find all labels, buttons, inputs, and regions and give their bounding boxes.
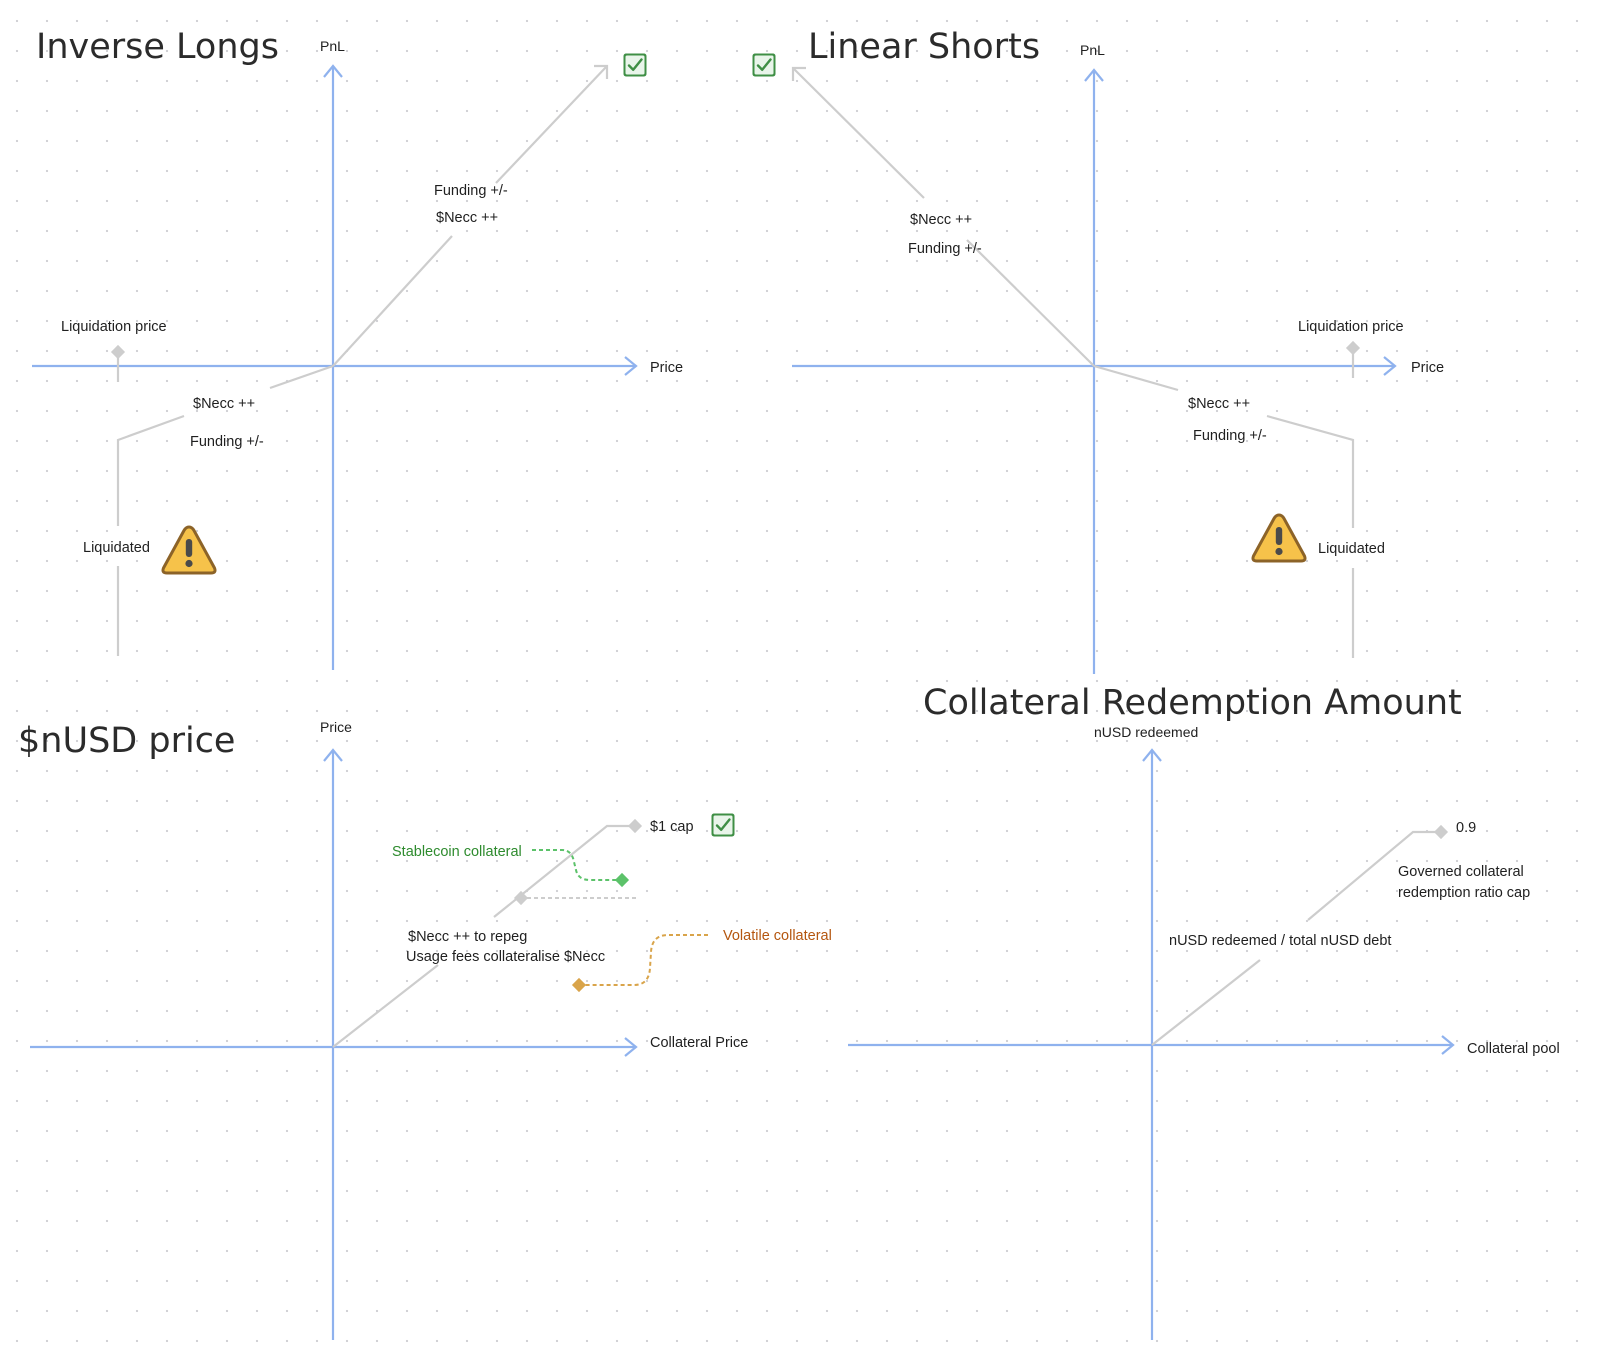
usage-fees-label: Usage fees collateralise $Necc <box>406 949 605 965</box>
inverse-longs-y-axis <box>323 64 343 670</box>
collateral-redemption-x-axis-label: Collateral pool <box>1467 1041 1560 1057</box>
check-mark-icon <box>752 53 776 77</box>
ratio-cap-label-line2: redemption ratio cap <box>1398 885 1530 901</box>
ratio-cap-label-line1: Governed collateral <box>1398 864 1524 880</box>
inverse-longs-x-axis-label: Price <box>650 360 683 376</box>
linear-shorts-liquidation-price-label: Liquidation price <box>1298 319 1404 335</box>
stablecoin-collateral-marker <box>614 872 630 888</box>
inverse-longs-liquidated-label: Liquidated <box>83 540 150 556</box>
linear-shorts-profit-line <box>791 66 1095 367</box>
linear-shorts-loss-line <box>1093 348 1355 658</box>
linear-shorts-y-axis <box>1084 68 1104 674</box>
collateral-redemption-x-axis <box>848 1035 1455 1055</box>
repeg-marker <box>513 890 529 906</box>
ratio-cap-marker <box>1433 824 1449 840</box>
warning-sign-icon <box>161 525 217 575</box>
nusd-price-x-axis-label: Collateral Price <box>650 1035 748 1051</box>
linear-shorts-upper-necc-label: $Necc ++ <box>910 212 972 228</box>
linear-shorts-liquidated-label: Liquidated <box>1318 541 1385 557</box>
linear-shorts-diagram: Linear Shorts PnL Price $Necc ++ Funding… <box>752 27 1444 674</box>
check-mark-icon <box>623 53 647 77</box>
check-mark-icon <box>711 813 735 837</box>
linear-shorts-y-axis-label: PnL <box>1080 42 1105 58</box>
linear-shorts-lower-necc-label: $Necc ++ <box>1188 396 1250 412</box>
collateral-redemption-y-axis-label: nUSD redeemed <box>1094 724 1198 740</box>
linear-shorts-title: Linear Shorts <box>808 27 1040 67</box>
collateral-redemption-diagram: Collateral Redemption Amount nUSD redeem… <box>848 683 1560 1340</box>
inverse-longs-lower-funding-label: Funding +/- <box>190 434 264 450</box>
stablecoin-collateral-label: Stablecoin collateral <box>392 844 522 860</box>
nusd-price-y-axis <box>323 748 343 1340</box>
inverse-longs-title: Inverse Longs <box>36 27 279 67</box>
repeg-label: $Necc ++ to repeg <box>408 929 527 945</box>
nusd-price-curve <box>332 824 638 1048</box>
inverse-longs-lower-necc-label: $Necc ++ <box>193 396 255 412</box>
inverse-longs-y-axis-label: PnL <box>320 38 345 54</box>
redemption-ratio-label: nUSD redeemed / total nUSD debt <box>1169 933 1391 949</box>
linear-shorts-lower-funding-label: Funding +/- <box>1193 428 1267 444</box>
nusd-price-y-axis-label: Price <box>320 719 352 735</box>
cap-marker <box>627 818 643 834</box>
inverse-longs-diagram: Inverse Longs PnL Price Funding +/- $Nec… <box>32 27 683 670</box>
ratio-cap-value: 0.9 <box>1456 820 1476 836</box>
warning-sign-icon <box>1251 513 1307 563</box>
inverse-longs-upper-necc-label: $Necc ++ <box>436 210 498 226</box>
nusd-price-cap-label: $1 cap <box>650 819 694 835</box>
linear-shorts-x-axis-label: Price <box>1411 360 1444 376</box>
inverse-longs-profit-line <box>332 64 609 367</box>
liquidation-price-marker <box>1345 340 1361 356</box>
collateral-redemption-title: Collateral Redemption Amount <box>923 683 1462 723</box>
stablecoin-collateral-line <box>532 849 622 881</box>
volatile-collateral-marker <box>571 977 587 993</box>
linear-shorts-upper-funding-label: Funding +/- <box>908 241 982 257</box>
inverse-longs-liquidation-price-label: Liquidation price <box>61 319 167 335</box>
volatile-collateral-label: Volatile collateral <box>723 928 832 944</box>
liquidation-price-marker <box>110 344 126 360</box>
redemption-ratio-curve <box>1151 830 1441 1046</box>
nusd-price-title: $nUSD price <box>18 721 235 761</box>
nusd-price-diagram: $nUSD price Price Collateral Price $1 ca… <box>18 719 832 1340</box>
inverse-longs-upper-funding-label: Funding +/- <box>434 183 508 199</box>
